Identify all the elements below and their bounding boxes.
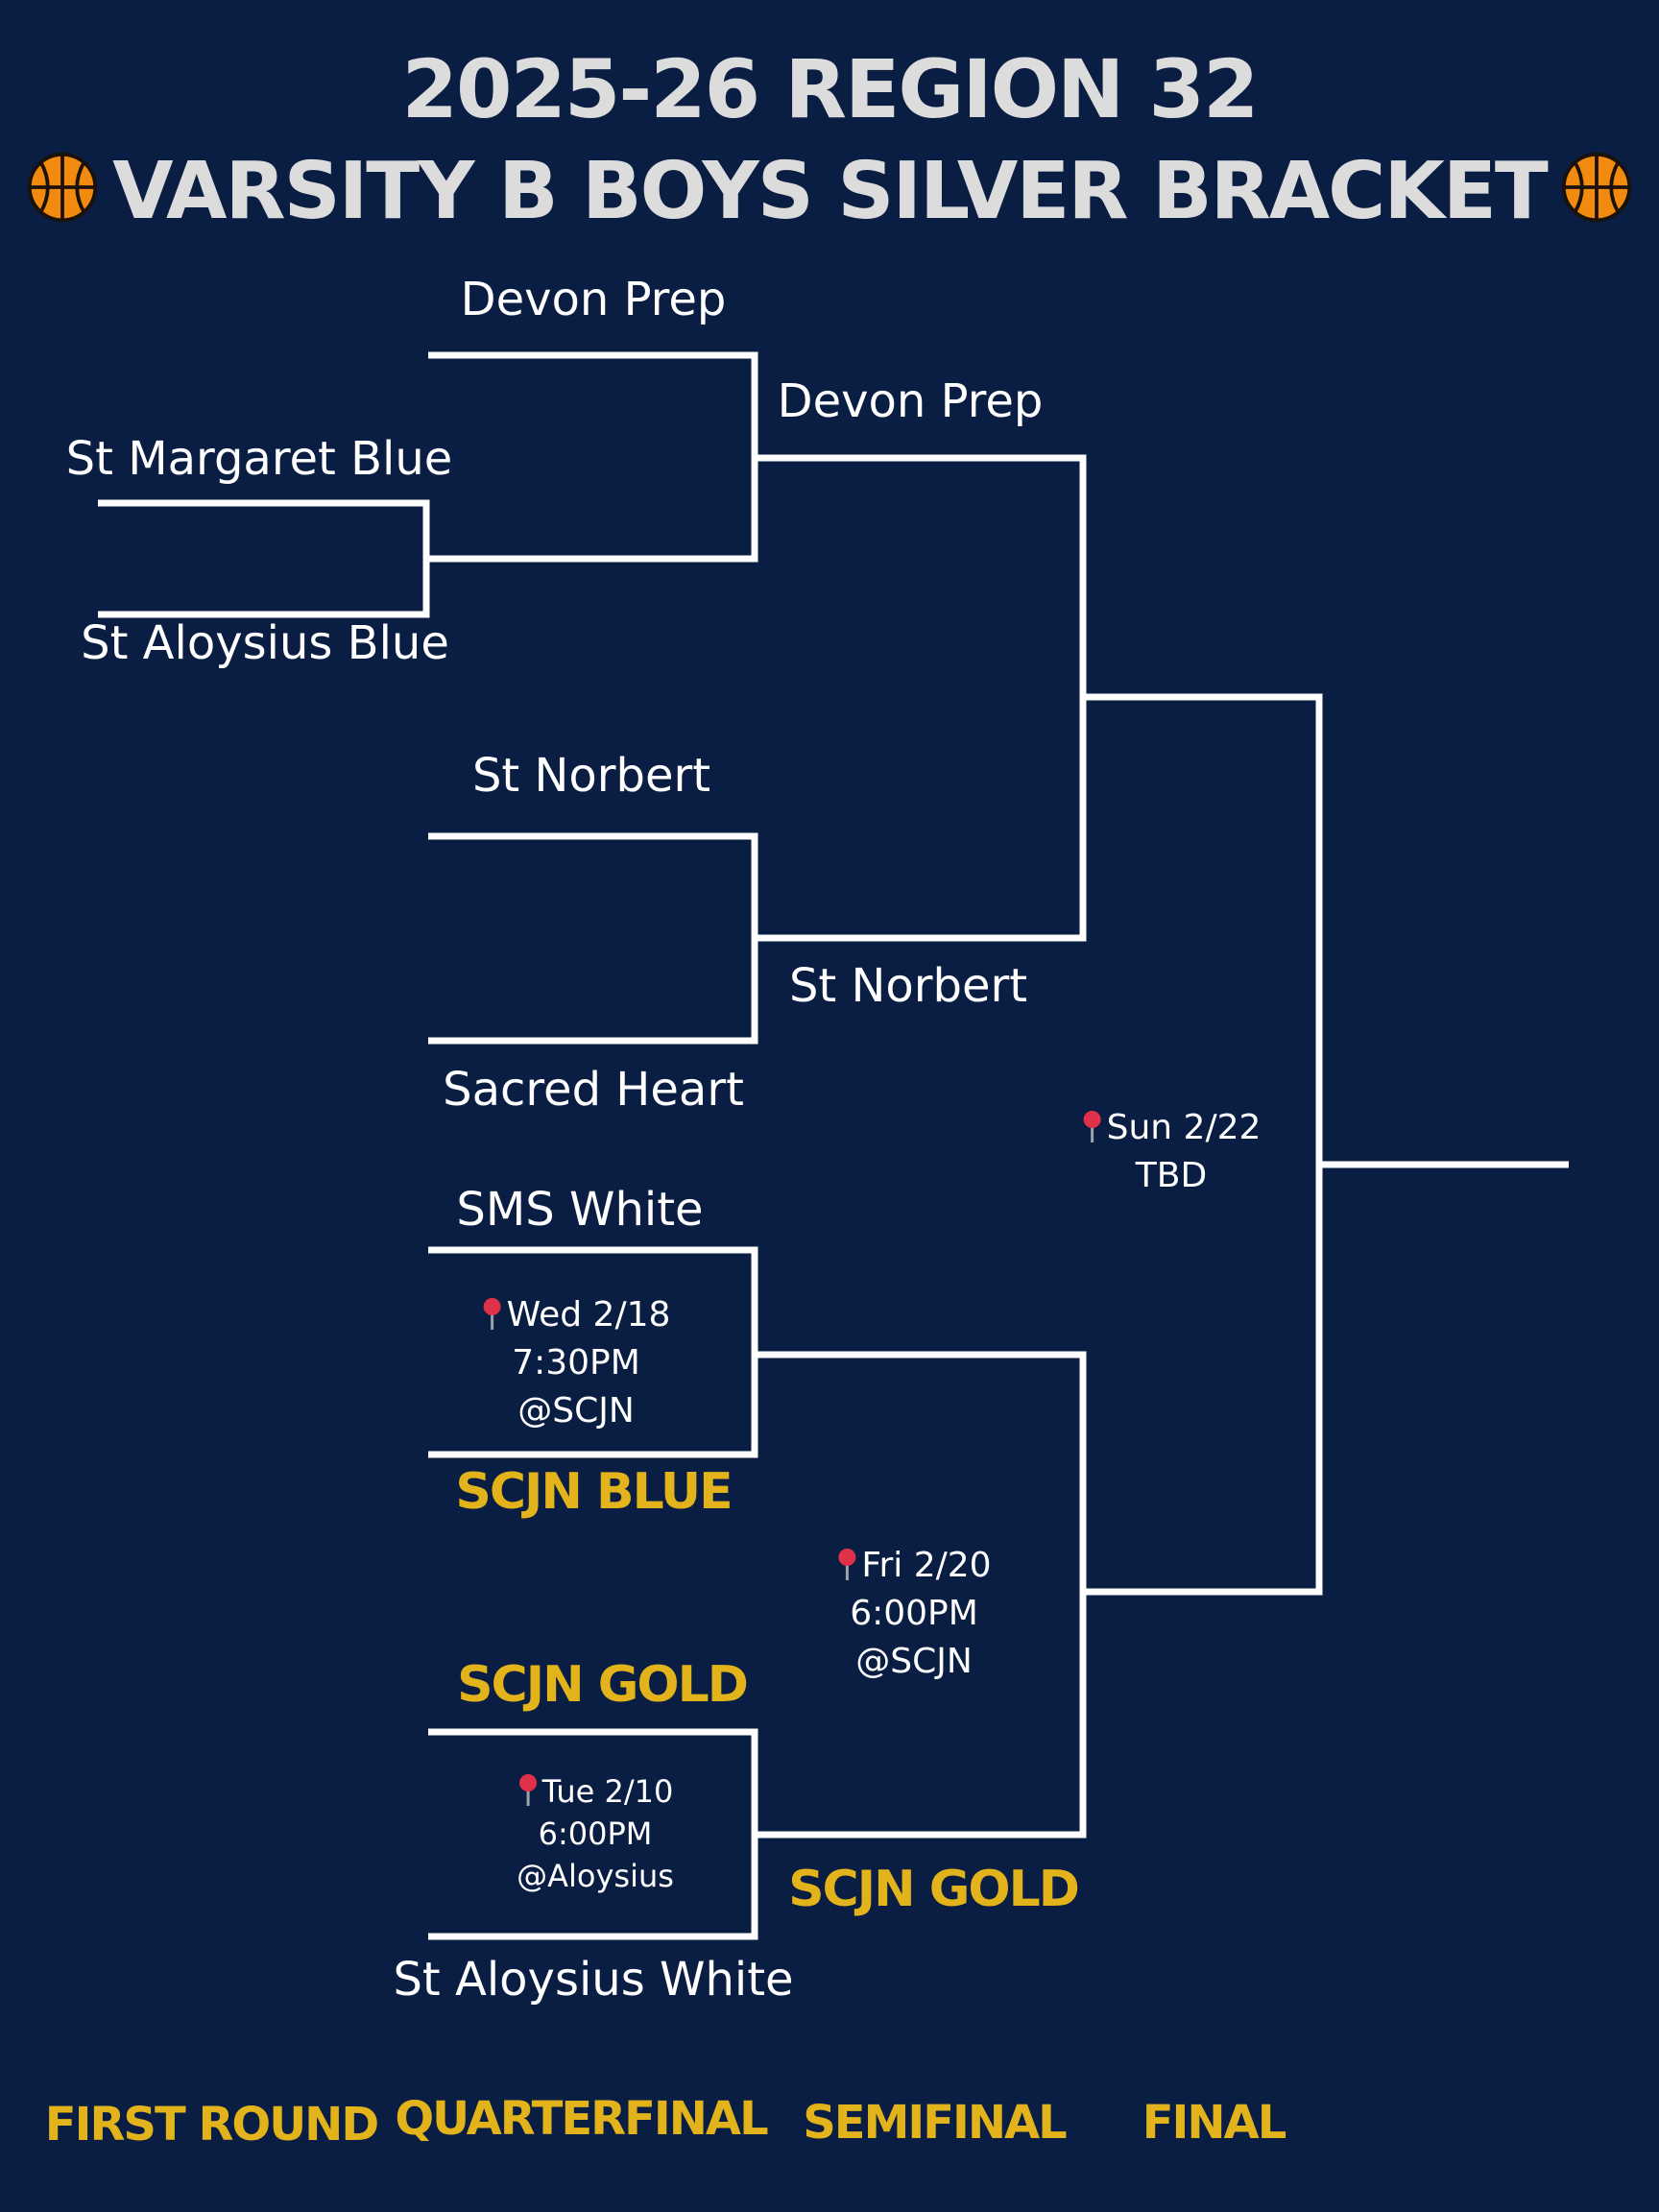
game-date: Wed 2/18 bbox=[506, 1295, 671, 1334]
semifinal-team-devon-prep: Devon Prep bbox=[777, 374, 1044, 428]
title-text-2: VARSITY B BOYS SILVER BRACKET bbox=[112, 146, 1549, 237]
pin-icon bbox=[518, 1774, 537, 1806]
bracket-line-qf2 bbox=[428, 832, 758, 1045]
bracket-line-qf1 bbox=[428, 351, 758, 563]
game-info-qf4: Tue 2/10 6:00PM @Aloysius bbox=[517, 1770, 674, 1897]
game-date: Fri 2/20 bbox=[861, 1546, 992, 1585]
game-time: 6:00PM bbox=[538, 1815, 653, 1852]
game-location: @Aloysius bbox=[517, 1858, 674, 1894]
bracket-line-first-round bbox=[98, 499, 430, 618]
pin-icon bbox=[483, 1298, 501, 1330]
semifinal-team-scjn-gold: SCJN GOLD bbox=[788, 1861, 1080, 1918]
basketball-icon bbox=[28, 152, 98, 223]
team-scjn-blue: SCJN BLUE bbox=[455, 1463, 733, 1521]
game-time: 6:00PM bbox=[850, 1594, 978, 1633]
team-sms-white: SMS White bbox=[456, 1183, 704, 1237]
game-info-final: Sun 2/22 TBD bbox=[1082, 1104, 1262, 1200]
bracket-line-sf1 bbox=[755, 454, 1087, 942]
game-info-qf3: Wed 2/18 7:30PM @SCJN bbox=[482, 1291, 671, 1435]
title-text-1: 2025-26 REGION 32 bbox=[401, 42, 1260, 136]
game-date: Tue 2/10 bbox=[541, 1773, 674, 1810]
title-line-1: 2025-26 REGION 32 bbox=[0, 36, 1659, 142]
game-info-sf2: Fri 2/20 6:00PM @SCJN bbox=[836, 1542, 992, 1686]
team-devon-prep: Devon Prep bbox=[460, 273, 727, 326]
team-scjn-gold: SCJN GOLD bbox=[457, 1656, 749, 1714]
basketball-icon bbox=[1561, 152, 1631, 223]
title-line-2: VARSITY B BOYS SILVER BRACKET bbox=[0, 139, 1659, 245]
game-date: Sun 2/22 bbox=[1106, 1108, 1262, 1147]
game-time: 7:30PM bbox=[512, 1343, 640, 1382]
game-location: TBD bbox=[1135, 1156, 1208, 1195]
team-st-norbert: St Norbert bbox=[471, 749, 711, 803]
bracket-line-final bbox=[1083, 693, 1323, 1596]
round-label-quarter: QUARTERFINAL bbox=[395, 2092, 768, 2146]
game-location: @SCJN bbox=[517, 1391, 635, 1431]
team-sacred-heart: Sacred Heart bbox=[443, 1063, 744, 1117]
team-st-margaret-blue: St Margaret Blue bbox=[65, 432, 453, 486]
round-label-first: FIRST ROUND bbox=[44, 2098, 379, 2152]
pin-icon bbox=[1083, 1111, 1101, 1142]
team-st-aloysius-white: St Aloysius White bbox=[393, 1953, 794, 2007]
semifinal-team-st-norbert: St Norbert bbox=[788, 959, 1028, 1013]
pin-icon bbox=[838, 1549, 856, 1580]
round-label-final: FINAL bbox=[1142, 2096, 1287, 2150]
team-st-aloysius-blue: St Aloysius Blue bbox=[81, 616, 449, 670]
round-label-semi: SEMIFINAL bbox=[803, 2096, 1068, 2150]
game-location: @SCJN bbox=[855, 1642, 973, 1681]
